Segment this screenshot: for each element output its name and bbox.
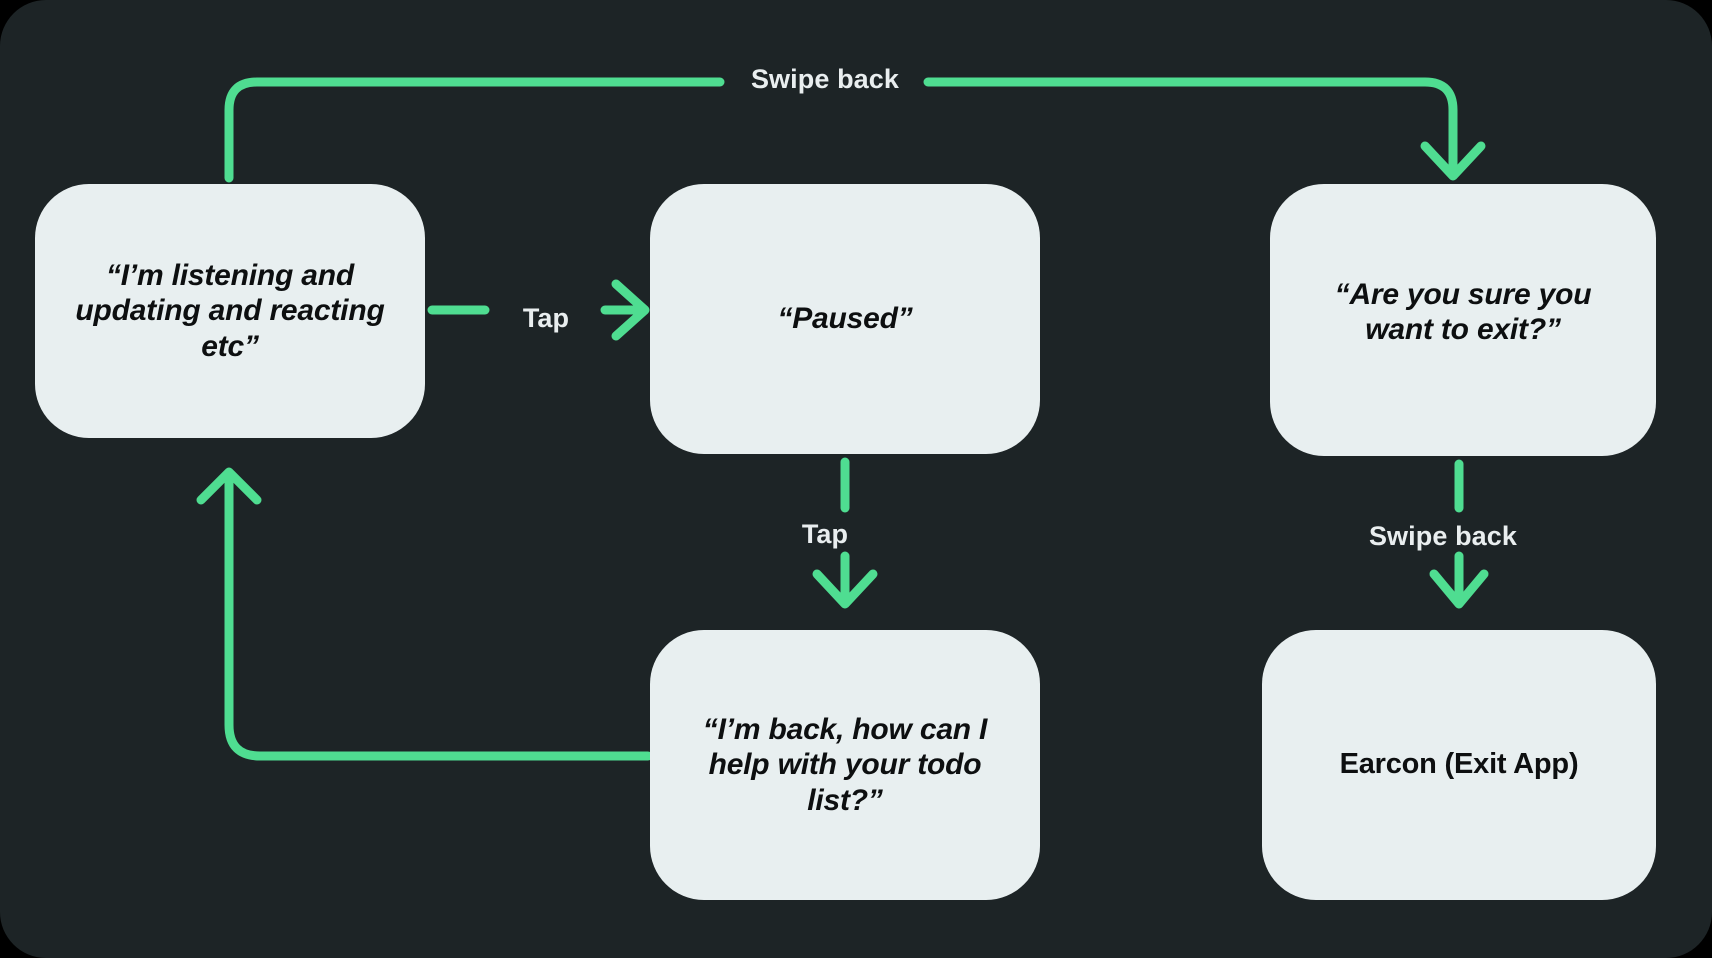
connector-listening-to-exit-left	[224, 77, 725, 183]
node-listening-label: “I’m listening and updating and reacting…	[75, 259, 385, 363]
edge-label-tap-horizontal: Tap	[522, 303, 570, 333]
arrowhead-exit-to-earcon	[1429, 569, 1489, 609]
node-paused[interactable]: “Paused”	[650, 184, 1040, 454]
node-earcon[interactable]: Earcon (Exit App)	[1262, 630, 1656, 900]
connector-back-to-listening	[224, 473, 653, 761]
arrowhead-paused-to-back	[812, 569, 878, 609]
node-earcon-label: Earcon (Exit App)	[1339, 748, 1579, 781]
node-listening[interactable]: “I’m listening and updating and reacting…	[35, 184, 425, 438]
node-exit-confirm-label: “Are you sure you want to exit?”	[1334, 277, 1592, 346]
arrowhead-back-to-listening	[196, 467, 262, 505]
node-back-label: “I’m back, how can I help with your todo…	[702, 713, 988, 817]
edge-label-swipe-back-top: Swipe back	[750, 64, 900, 94]
node-paused-label: “Paused”	[777, 302, 913, 336]
edge-label-tap-vertical: Tap	[801, 519, 849, 549]
arrowhead-listening-to-exit	[1420, 141, 1486, 181]
edge-label-swipe-back-vertical: Swipe back	[1368, 521, 1518, 551]
node-back[interactable]: “I’m back, how can I help with your todo…	[650, 630, 1040, 900]
arrowhead-listening-to-paused	[611, 279, 650, 341]
node-exit-confirm[interactable]: “Are you sure you want to exit?”	[1270, 184, 1656, 456]
connector-listening-to-exit-right	[923, 77, 1458, 177]
